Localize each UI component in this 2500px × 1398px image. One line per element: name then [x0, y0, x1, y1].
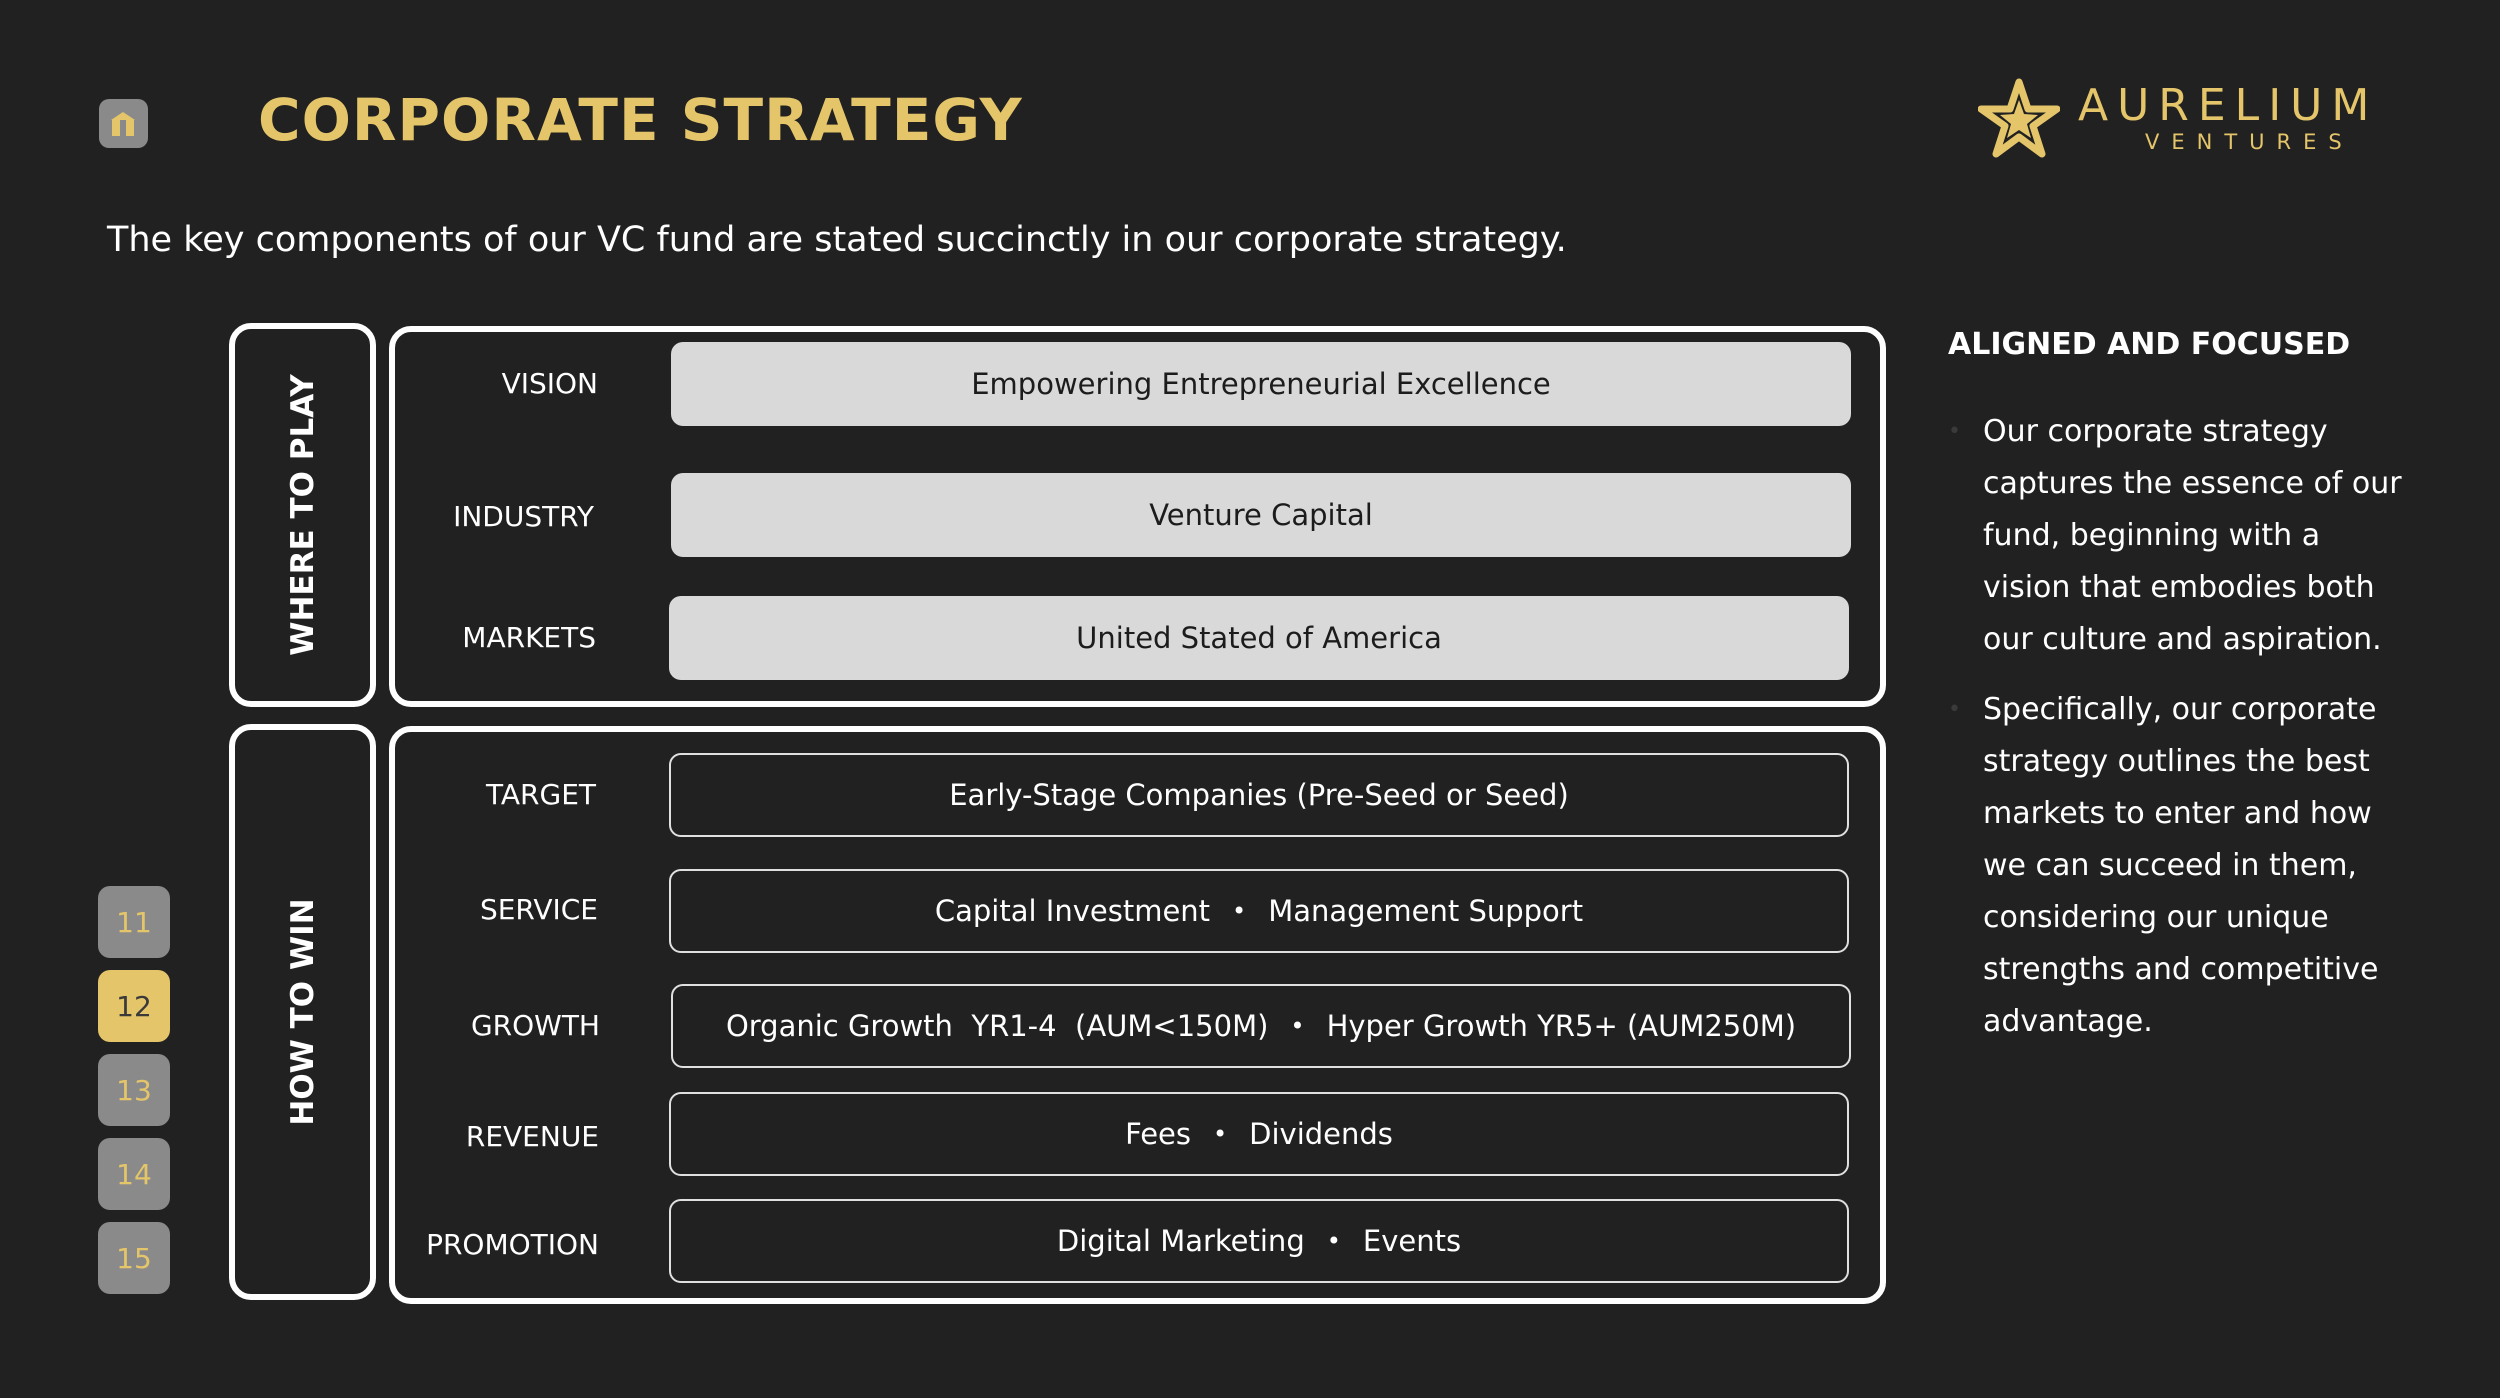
page-button-13[interactable]: 13 — [98, 1054, 170, 1126]
page-button-12[interactable]: 12 — [98, 970, 170, 1042]
row-label-growth: GROWTH — [470, 1009, 600, 1042]
page-number: 12 — [116, 989, 152, 1023]
aside-title: ALIGNED AND FOCUSED — [1948, 327, 2351, 362]
home-button[interactable] — [99, 99, 148, 148]
page-number: 15 — [116, 1241, 152, 1275]
separator-dot: • — [1326, 1227, 1341, 1255]
separator-dot: • — [1232, 897, 1247, 925]
markets-value: United Stated of America — [669, 596, 1849, 680]
page-subtitle: The key components of our VC fund are st… — [107, 220, 1567, 260]
vision-text: Empowering Entrepreneurial Excellence — [971, 367, 1551, 401]
page-number: 14 — [116, 1157, 152, 1191]
page-button-15[interactable]: 15 — [98, 1222, 170, 1294]
growth-item: Organic Growth YR1-4 (AUM<150M) — [725, 1009, 1269, 1043]
bullet-icon: • — [1948, 419, 1961, 444]
target-value: Early-Stage Companies (Pre-Seed or Seed) — [669, 753, 1849, 837]
revenue-item: Fees — [1125, 1117, 1191, 1151]
page-button-11[interactable]: 11 — [98, 886, 170, 958]
aside-bullet: • Our corporate strategy captures the ess… — [1948, 406, 2408, 666]
aside-bullet-list: • Our corporate strategy captures the ess… — [1948, 406, 2408, 1066]
row-label-service: SERVICE — [479, 893, 598, 926]
growth-value: Organic Growth YR1-4 (AUM<150M) • Hyper … — [671, 984, 1851, 1068]
aside-bullet: • Specifically, our corporate strategy ou… — [1948, 684, 2408, 1048]
page-number: 13 — [116, 1073, 152, 1107]
separator-dot: • — [1290, 1012, 1305, 1040]
service-item: Capital Investment — [934, 894, 1211, 928]
promotion-item: Digital Marketing — [1056, 1224, 1305, 1258]
page-title: CORPORATE STRATEGY — [258, 86, 1023, 154]
promotion-item: Events — [1362, 1224, 1462, 1258]
row-label-vision: VISION — [501, 367, 598, 400]
star-logo-icon — [1978, 78, 2060, 158]
page-number: 11 — [116, 905, 152, 939]
industry-value: Venture Capital — [671, 473, 1851, 557]
bullet-icon: • — [1948, 697, 1961, 722]
logo-name: AURELIUM — [2078, 80, 2379, 131]
company-logo: AURELIUM VENTURES — [1978, 78, 2398, 160]
row-label-revenue: REVENUE — [465, 1120, 599, 1153]
vision-value: Empowering Entrepreneurial Excellence — [671, 342, 1851, 426]
how-to-win-content — [389, 726, 1886, 1304]
logo-subtitle: VENTURES — [2145, 130, 2354, 154]
service-value: Capital Investment • Management Support — [669, 869, 1849, 953]
page-button-14[interactable]: 14 — [98, 1138, 170, 1210]
row-label-markets: MARKETS — [462, 621, 596, 654]
how-to-win-label: HOW TO WIN — [284, 898, 321, 1126]
promotion-value: Digital Marketing • Events — [669, 1199, 1849, 1283]
service-item: Management Support — [1268, 894, 1584, 928]
revenue-value: Fees • Dividends — [669, 1092, 1849, 1176]
where-to-play-content — [389, 326, 1886, 707]
target-item: Early-Stage Companies (Pre-Seed or Seed) — [949, 778, 1569, 812]
row-label-target: TARGET — [485, 778, 596, 811]
where-to-play-panel: WHERE TO PLAY — [229, 323, 376, 707]
aside-bullet-text: Specifically, our corporate strategy out… — [1983, 692, 2379, 1039]
row-label-industry: INDUSTRY — [453, 500, 594, 533]
home-icon — [110, 111, 135, 136]
how-to-win-panel: HOW TO WIN — [229, 724, 376, 1300]
industry-text: Venture Capital — [1149, 498, 1373, 532]
separator-dot: • — [1212, 1120, 1228, 1148]
row-label-promotion: PROMOTION — [426, 1228, 599, 1261]
markets-text: United Stated of America — [1076, 621, 1442, 655]
aside-bullet-text: Our corporate strategy captures the esse… — [1983, 414, 2402, 657]
growth-item: Hyper Growth YR5+ (AUM250M) — [1326, 1009, 1797, 1043]
revenue-item: Dividends — [1249, 1117, 1393, 1151]
